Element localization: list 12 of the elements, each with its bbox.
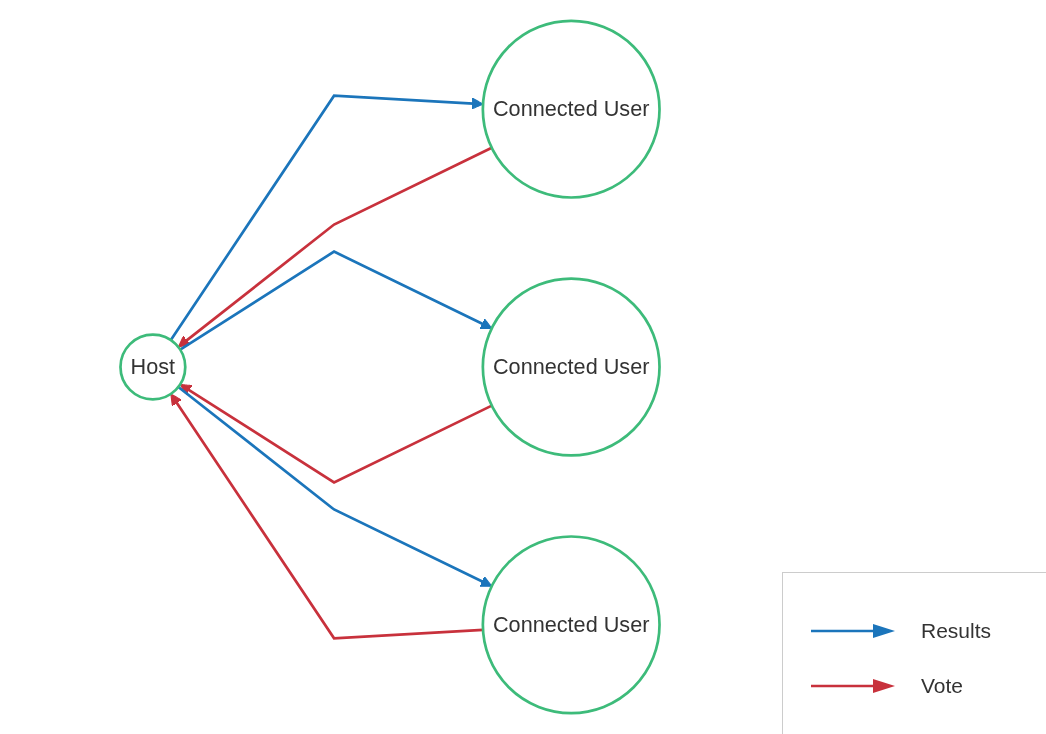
legend-label: Results <box>921 618 992 643</box>
arrow <box>169 94 484 341</box>
arrow <box>179 383 493 484</box>
node-circle: Connected User <box>481 535 661 715</box>
arrow <box>177 146 493 348</box>
arrow <box>170 393 484 640</box>
node-circle: Connected User <box>481 19 661 199</box>
node-circle: Connected User <box>481 277 661 457</box>
legend-label: Vote <box>921 673 964 698</box>
arrow <box>177 385 493 587</box>
arrow <box>179 250 493 351</box>
node-circle: Host <box>119 333 187 401</box>
